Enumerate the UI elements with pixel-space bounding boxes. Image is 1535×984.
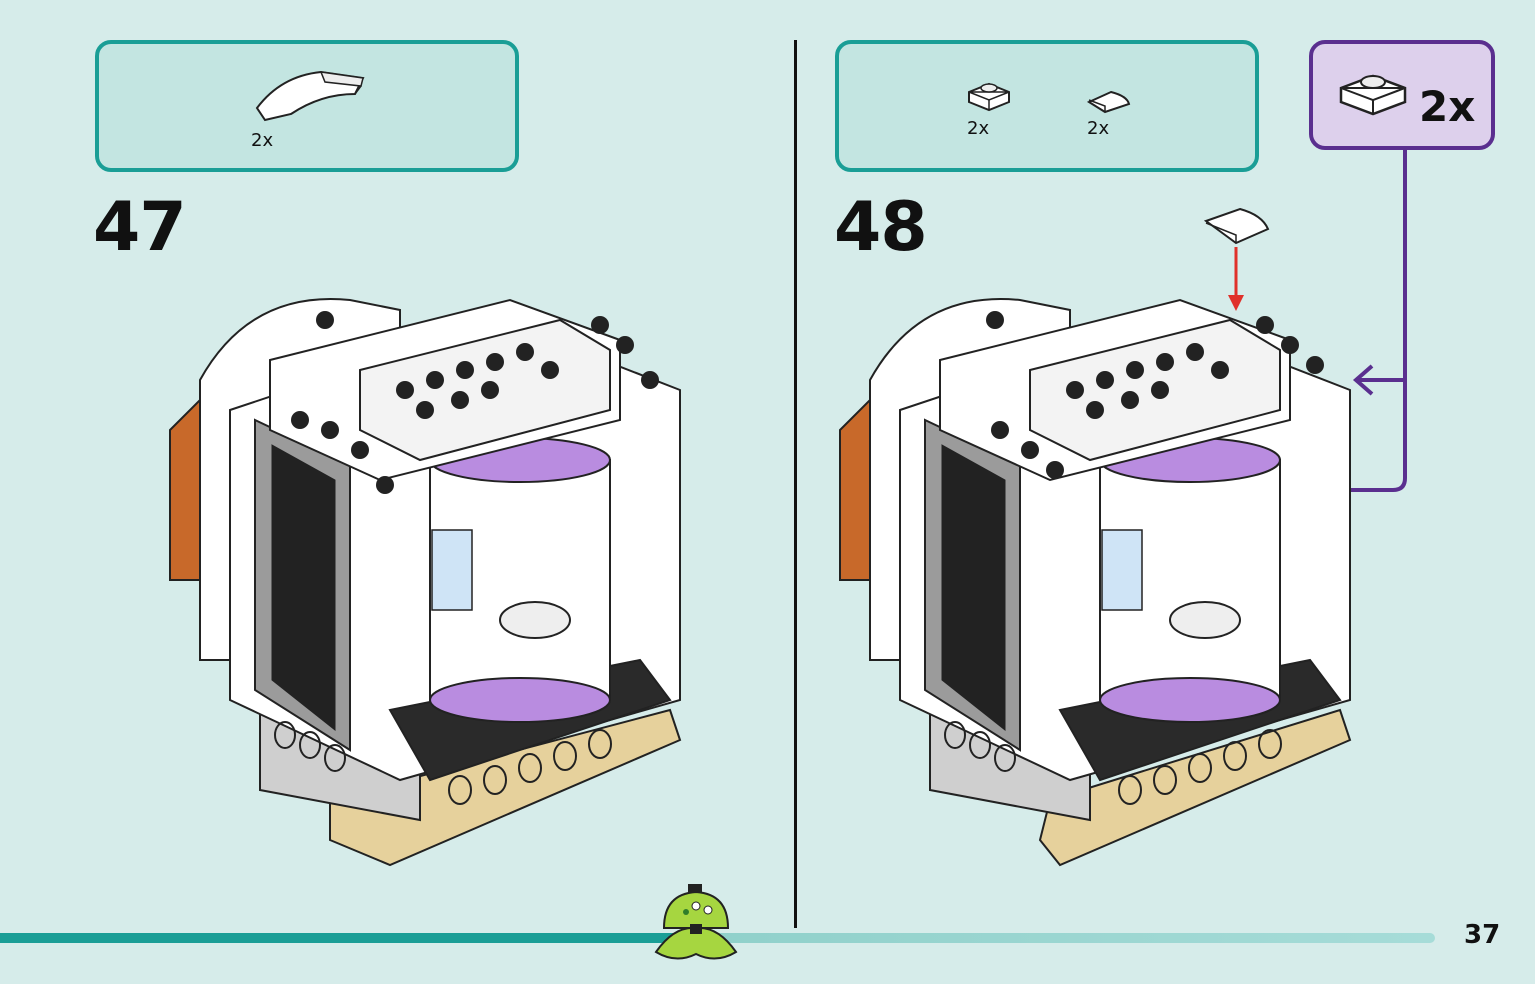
mascot-icon: [654, 884, 738, 960]
bottom-progress-bar: [0, 933, 690, 943]
step-48-callout-box: 2x: [1309, 40, 1495, 150]
callout-quantity: 2x: [1419, 82, 1476, 131]
part-quantity: 2x: [251, 130, 274, 151]
part-quantity: 2x: [967, 118, 990, 139]
step-47-parts-box: 2x: [95, 40, 519, 172]
step-number: 48: [834, 188, 928, 267]
curved-slope-brick-icon: [255, 70, 365, 122]
placement-arrow: [1203, 207, 1270, 311]
plate-1x1-icon: [968, 82, 1010, 112]
page-number: 37: [1464, 920, 1501, 950]
step-47-model-illustration: [169, 298, 682, 867]
step-divider: [794, 40, 797, 928]
bottom-progress-bar-track: [690, 933, 1435, 943]
step-48-parts-box: 2x 2x: [835, 40, 1259, 172]
quarter-round-tile-icon: [1086, 90, 1131, 114]
step-number: 47: [93, 188, 187, 267]
step-48-model-illustration: [839, 298, 1352, 867]
plate-1x1-icon: [1339, 74, 1407, 116]
part-quantity: 2x: [1087, 118, 1110, 139]
